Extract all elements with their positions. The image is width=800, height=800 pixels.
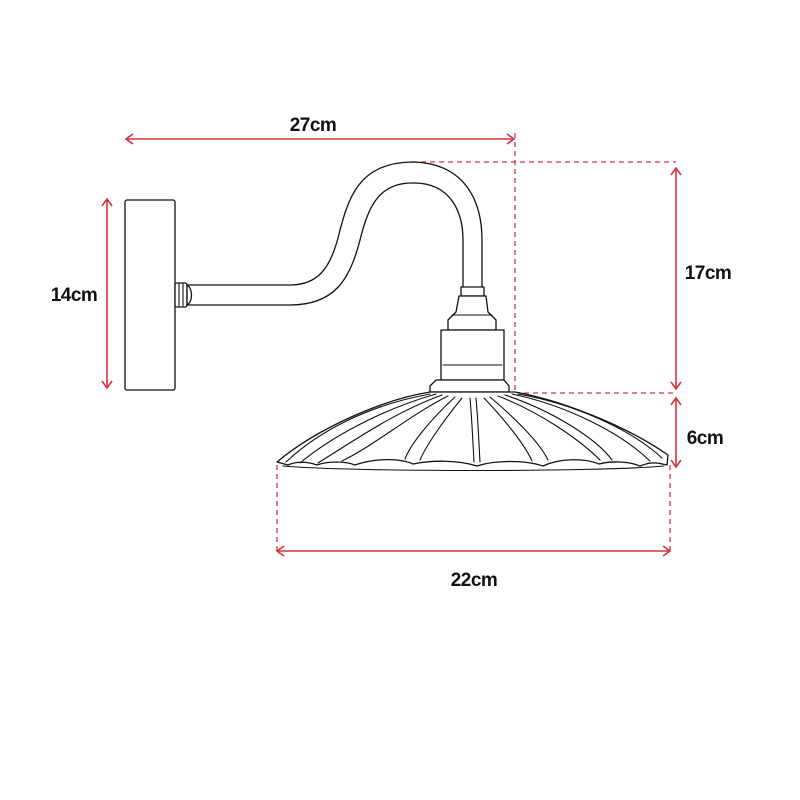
backplate-height-dimension: 14cm — [51, 197, 113, 390]
arm-height-label: 17cm — [685, 263, 732, 284]
shade-height-dimension: 6cm — [670, 396, 724, 469]
arm-length-label: 27cm — [290, 115, 337, 136]
arrow-up-icon — [101, 197, 113, 207]
backplate-height-label: 14cm — [51, 285, 98, 306]
lamp-holder — [429, 286, 510, 393]
shade-width-dimension: 22cm — [275, 545, 672, 591]
arrow-right-icon — [662, 545, 672, 557]
extension-lines — [276, 133, 676, 552]
shade-width-label: 22cm — [451, 570, 498, 591]
arm-connector — [174, 282, 193, 308]
arrow-up-icon — [670, 166, 682, 176]
arrow-left-icon — [275, 545, 285, 557]
arm-length-dimension: 27cm — [124, 115, 516, 145]
arrow-right-icon — [506, 133, 516, 145]
arm-height-dimension: 17cm — [670, 166, 732, 391]
wall-backplate — [124, 199, 176, 391]
arrow-down-icon — [670, 459, 682, 469]
arrow-down-icon — [101, 380, 113, 390]
arrow-up-icon — [670, 396, 682, 406]
lamp-illustration — [124, 161, 669, 472]
shade-height-label: 6cm — [687, 428, 724, 449]
arrow-down-icon — [670, 381, 682, 391]
scalloped-shade — [276, 391, 669, 472]
arrow-left-icon — [124, 133, 134, 145]
gooseneck-arm — [182, 161, 483, 306]
